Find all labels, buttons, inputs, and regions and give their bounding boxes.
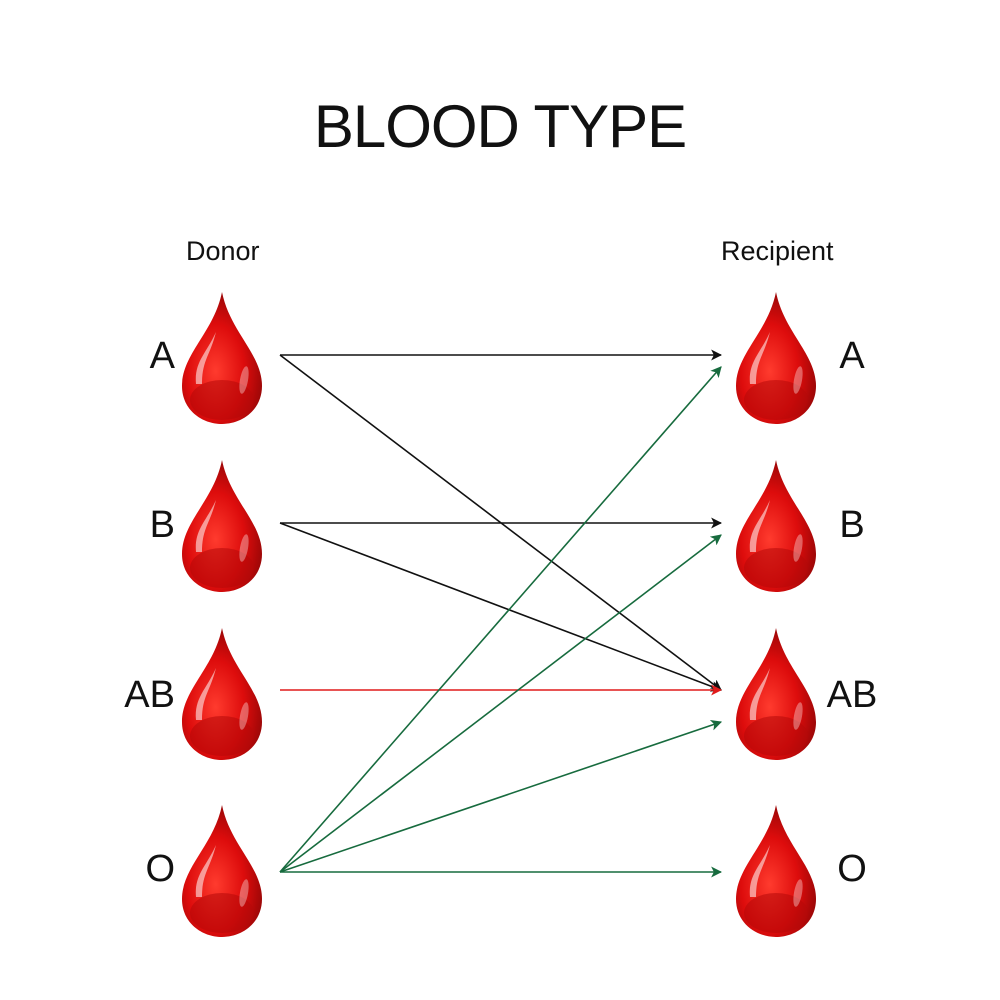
recipient-label-o: O: [837, 848, 867, 890]
donor-label-o: O: [145, 848, 175, 890]
arrow-o-to-a: [279, 366, 722, 873]
recipient-drop-o: [736, 805, 816, 937]
recipient-label-a: A: [839, 335, 865, 377]
donor-drop-ab: [182, 628, 262, 760]
donor-drop-a: [182, 292, 262, 424]
recipient-drop-b: [736, 460, 816, 592]
arrow-o-to-b: [279, 534, 722, 873]
donor-label-ab: AB: [124, 674, 175, 716]
drop-layer: [182, 292, 816, 937]
recipient-drop-a: [736, 292, 816, 424]
recipient-heading: Recipient: [721, 236, 834, 266]
arrow-layer: [279, 349, 723, 878]
donor-heading: Donor: [186, 236, 260, 266]
donor-drop-o: [182, 805, 262, 937]
donor-drop-b: [182, 460, 262, 592]
donor-label-b: B: [149, 504, 175, 546]
recipient-drop-ab: [736, 628, 816, 760]
diagram-title: BLOOD TYPE: [313, 93, 687, 160]
donor-label-a: A: [149, 335, 175, 377]
arrow-b-to-ab: [279, 522, 723, 692]
recipient-label-ab: AB: [826, 674, 878, 716]
arrow-o-to-ab: [279, 719, 723, 873]
recipient-label-b: B: [839, 504, 865, 546]
